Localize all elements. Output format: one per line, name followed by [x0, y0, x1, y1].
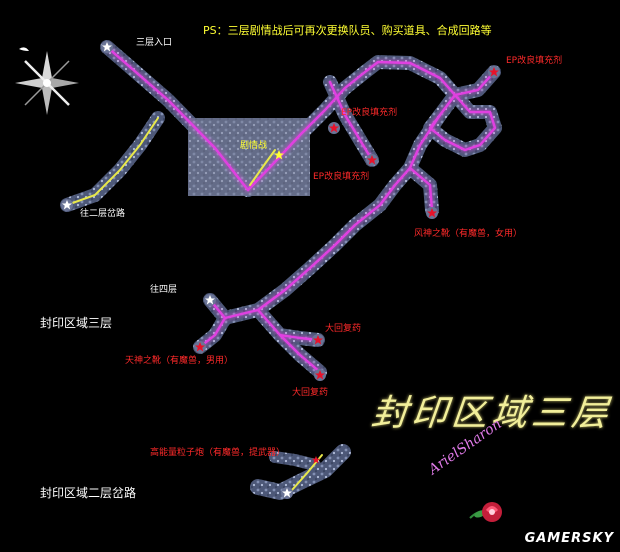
great-recovery-label-1: 大回复药 [325, 324, 362, 334]
red-star-icon [314, 369, 326, 381]
great-recovery-label-2: 大回复药 [292, 388, 329, 398]
branch-floor2-label: 往二层岔路 [80, 209, 126, 219]
red-star-icon [328, 122, 340, 134]
compass-rose-icon [15, 47, 79, 115]
particle-cannon-label: 高能量粒子炮（有魔兽，提武器） [150, 448, 286, 458]
red-star-icon [426, 207, 438, 219]
wind-god-boots-label: 风神之靴（有魔兽，女用） [414, 229, 523, 239]
red-markers [194, 66, 500, 464]
red-star-icon [366, 154, 378, 166]
white-star-icon [281, 487, 293, 499]
heaven-god-boots-label: 天神之靴（有魔兽，男用） [125, 356, 234, 366]
red-star-icon [312, 456, 320, 464]
entrance-label: 三层入口 [136, 38, 173, 48]
white-markers [61, 41, 293, 499]
rose-icon [469, 502, 502, 522]
region-label-floor3: 封印区域三层 [40, 316, 113, 330]
ep-refill-label-1: EP改良填充剂 [506, 56, 563, 66]
white-star-icon [61, 199, 73, 211]
ep-refill-label-2: EP改良填充剂 [341, 108, 398, 118]
route-path [105, 45, 497, 374]
red-star-icon [312, 334, 324, 346]
red-star-icon [488, 66, 500, 78]
white-star-icon [101, 41, 113, 53]
story-battle-room [188, 118, 310, 196]
yellow-star-icon [274, 150, 284, 160]
region-label-floor2-branch: 封印区域二层岔路 [40, 486, 137, 500]
ep-refill-label-3: EP改良填充剂 [313, 172, 370, 182]
white-star-icon [204, 294, 216, 306]
story-battle-label: 剧情战 [240, 141, 268, 151]
notice-text: PS：三层剧情战后可再次更换队员、购买道具、合成回路等 [203, 24, 492, 37]
floor4-label: 往四层 [150, 285, 178, 295]
watermark-logo: GAMERSKY [524, 531, 614, 546]
red-star-icon [194, 341, 206, 353]
